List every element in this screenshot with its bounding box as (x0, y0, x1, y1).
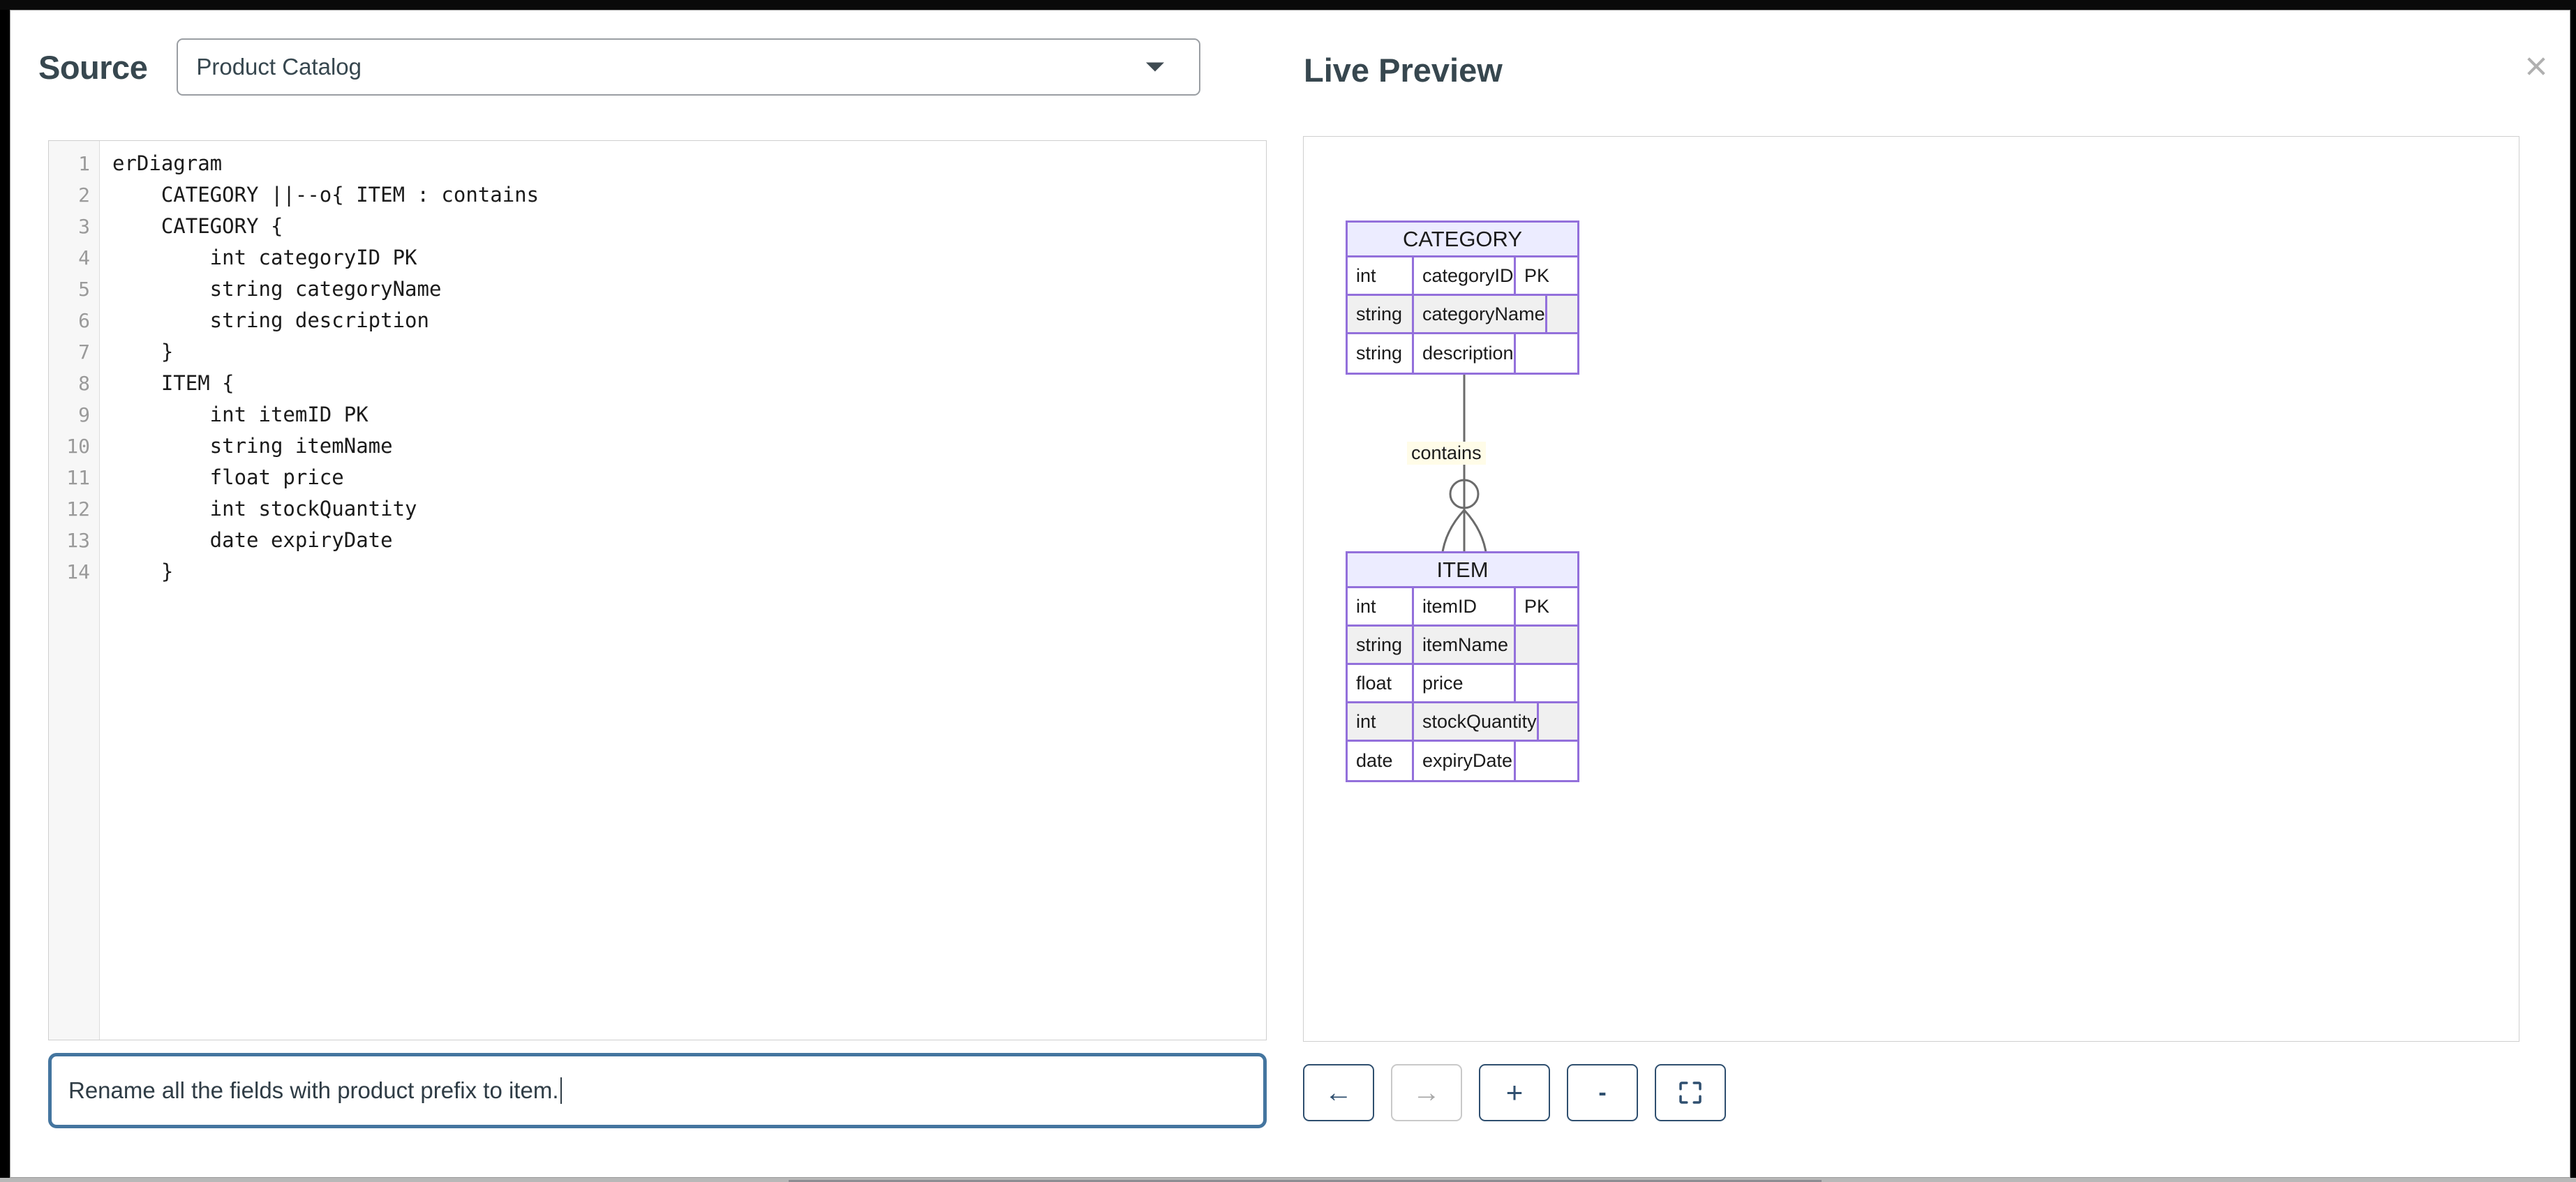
fit-screen-icon (1679, 1082, 1702, 1104)
window-top-bar (0, 0, 2576, 10)
preview-title: Live Preview (1304, 52, 1503, 89)
attribute-key (1516, 742, 1577, 780)
pan-left-button[interactable]: ← (1303, 1064, 1374, 1121)
prompt-input-value: Rename all the fields with product prefi… (68, 1077, 559, 1103)
code-line: float price (112, 465, 344, 489)
table-row: int categoryID PK (1348, 257, 1577, 296)
zoom-in-button-glyph: + (1505, 1076, 1524, 1109)
er-diagram: contains CATEGORY int categoryID (1304, 137, 2519, 1041)
code-content[interactable]: erDiagram CATEGORY ||--o{ ITEM : contain… (100, 141, 1266, 1040)
attribute-type: int (1348, 257, 1414, 294)
code-line: } (112, 560, 174, 583)
relationship-label: contains (1407, 442, 1486, 465)
code-line: ITEM { (112, 371, 234, 395)
pan-right-button: → (1391, 1064, 1462, 1121)
attribute-type: int (1348, 703, 1414, 740)
chevron-down-icon (1146, 62, 1165, 72)
attribute-name: categoryID (1414, 257, 1516, 294)
code-line: date expiryDate (112, 528, 393, 552)
line-number: 7 (78, 341, 90, 364)
table-row: int itemID PK (1348, 588, 1577, 627)
entity-item[interactable]: ITEM int itemID PK (1346, 551, 1579, 782)
entity-item-name: ITEM (1436, 557, 1489, 582)
preview-canvas[interactable]: contains CATEGORY int categoryID (1303, 136, 2519, 1042)
line-number: 12 (66, 498, 90, 521)
code-line: int categoryID PK (112, 246, 417, 269)
line-number: 4 (78, 246, 90, 269)
entity-category[interactable]: CATEGORY int categoryID PK (1346, 220, 1579, 375)
entity-category-name: CATEGORY (1402, 226, 1523, 251)
attribute-name: itemID (1414, 588, 1516, 624)
source-title: Source (38, 48, 148, 86)
zoom-out-button-glyph: - (1598, 1079, 1607, 1106)
code-line: } (112, 340, 174, 364)
attribute-key (1516, 627, 1577, 663)
diagram-select[interactable]: Product Catalog (177, 38, 1201, 96)
attribute-name: itemName (1414, 627, 1516, 663)
zoom-in-button[interactable]: + (1479, 1064, 1550, 1121)
code-line: string itemName (112, 434, 393, 458)
attribute-type: date (1348, 742, 1414, 780)
prompt-input[interactable]: Rename all the fields with product prefi… (48, 1053, 1267, 1128)
source-header: Source Product Catalog (38, 38, 1267, 96)
attribute-name: price (1414, 665, 1516, 701)
table-row: string categoryName (1348, 296, 1577, 334)
code-line: erDiagram (112, 151, 223, 175)
table-row: date expiryDate (1348, 742, 1577, 780)
line-number: 2 (78, 184, 90, 207)
attribute-key (1547, 296, 1609, 332)
attribute-type: string (1348, 296, 1414, 332)
attribute-name: categoryName (1414, 296, 1547, 332)
line-number: 10 (66, 435, 90, 458)
attribute-key (1516, 665, 1577, 701)
table-row: string description (1348, 334, 1577, 373)
entity-category-header: CATEGORY (1348, 223, 1577, 257)
line-number: 11 (66, 466, 90, 489)
pan-left-button-glyph: ← (1325, 1077, 1353, 1108)
line-number: 3 (78, 215, 90, 238)
fit-to-screen-button[interactable] (1655, 1064, 1726, 1121)
attribute-type: int (1348, 588, 1414, 624)
attribute-name: stockQuantity (1414, 703, 1539, 740)
attribute-key: PK (1524, 264, 1550, 286)
zoom-out-button[interactable]: - (1567, 1064, 1638, 1121)
attribute-type: float (1348, 665, 1414, 701)
attribute-key (1539, 703, 1600, 740)
line-number: 13 (66, 529, 90, 552)
table-row: int stockQuantity (1348, 703, 1577, 742)
code-line: CATEGORY ||--o{ ITEM : contains (112, 183, 539, 207)
close-icon[interactable] (2521, 51, 2552, 82)
attribute-key (1516, 334, 1577, 373)
attribute-type: string (1348, 627, 1414, 663)
background-window-sliver (0, 1178, 2576, 1182)
code-line: CATEGORY { (112, 214, 283, 238)
preview-pane: Live Preview (1291, 10, 2570, 1177)
line-number: 5 (78, 278, 90, 301)
line-number: 14 (66, 560, 90, 583)
preview-toolbar: ← → + - (1303, 1064, 1726, 1121)
attribute-name: description (1414, 334, 1516, 373)
line-number: 1 (78, 152, 90, 175)
attribute-name: expiryDate (1414, 742, 1516, 780)
entity-item-header: ITEM (1348, 553, 1577, 588)
code-line: string categoryName (112, 277, 442, 301)
table-row: string itemName (1348, 627, 1577, 665)
table-row: float price (1348, 665, 1577, 703)
diagram-select-value: Product Catalog (196, 54, 362, 80)
line-number: 6 (78, 309, 90, 332)
code-line: int stockQuantity (112, 497, 417, 521)
attribute-key: PK (1524, 595, 1550, 617)
attribute-type: string (1348, 334, 1414, 373)
code-line: int itemID PK (112, 403, 368, 426)
pan-right-button-glyph: → (1413, 1077, 1440, 1108)
line-number: 8 (78, 372, 90, 395)
code-line: string description (112, 308, 429, 332)
text-cursor (560, 1077, 562, 1104)
line-number: 9 (78, 403, 90, 426)
